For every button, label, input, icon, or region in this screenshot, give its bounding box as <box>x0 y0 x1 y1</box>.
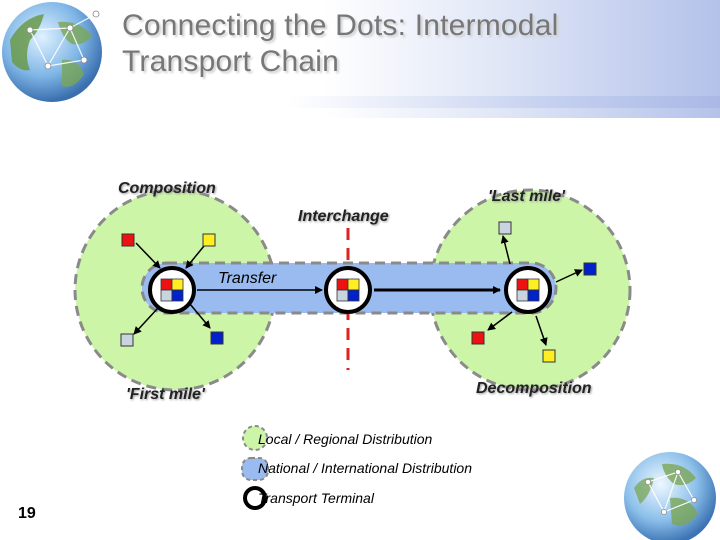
legend-terminal-text: Transport Terminal <box>258 490 374 506</box>
label-transfer: Transfer <box>218 270 277 287</box>
terminal-center <box>324 266 372 314</box>
label-last-mile: 'Last mile' <box>488 188 565 205</box>
square-grey <box>120 333 134 347</box>
square-yellow <box>202 233 216 247</box>
square-red <box>121 233 135 247</box>
legend-local-text: Local / Regional Distribution <box>258 431 433 447</box>
label-composition: Composition <box>118 180 216 197</box>
legend-local-symbol <box>242 425 268 451</box>
page-number: 19 <box>18 505 36 522</box>
arrow-yellow-to-left-terminal <box>185 245 205 269</box>
arrow-left-terminal-to-grey <box>133 307 159 335</box>
square-blue <box>583 262 597 276</box>
header-rule <box>0 96 720 108</box>
square-grey <box>498 221 512 235</box>
square-blue <box>210 331 224 345</box>
globe-logo-icon <box>2 2 102 102</box>
terminal-left <box>148 266 196 314</box>
square-red <box>471 331 485 345</box>
slide-title: Connecting the Dots: Intermodal Transpor… <box>122 9 559 78</box>
arrow-right-terminal-to-grey <box>500 235 511 265</box>
arrow-left-terminal-to-blue <box>189 303 211 329</box>
arrow-red-to-left-terminal <box>135 242 161 269</box>
legend-terminal-symbol <box>243 486 267 510</box>
legend-national-symbol <box>241 457 269 481</box>
label-first-mile: 'First mile' <box>126 386 205 403</box>
corner-globe-icon <box>624 452 716 540</box>
arrow-right-terminal-to-blue <box>555 269 583 283</box>
label-decomposition: Decomposition <box>476 380 592 397</box>
legend-symbols <box>241 425 269 510</box>
legend-national-text: National / International Distribution <box>258 460 473 476</box>
arrow-right-terminal-to-red <box>487 311 513 331</box>
arrow-right-terminal-to-yellow <box>535 315 548 346</box>
square-yellow <box>542 349 556 363</box>
label-interchange: Interchange <box>298 208 389 225</box>
terminal-right <box>504 266 552 314</box>
